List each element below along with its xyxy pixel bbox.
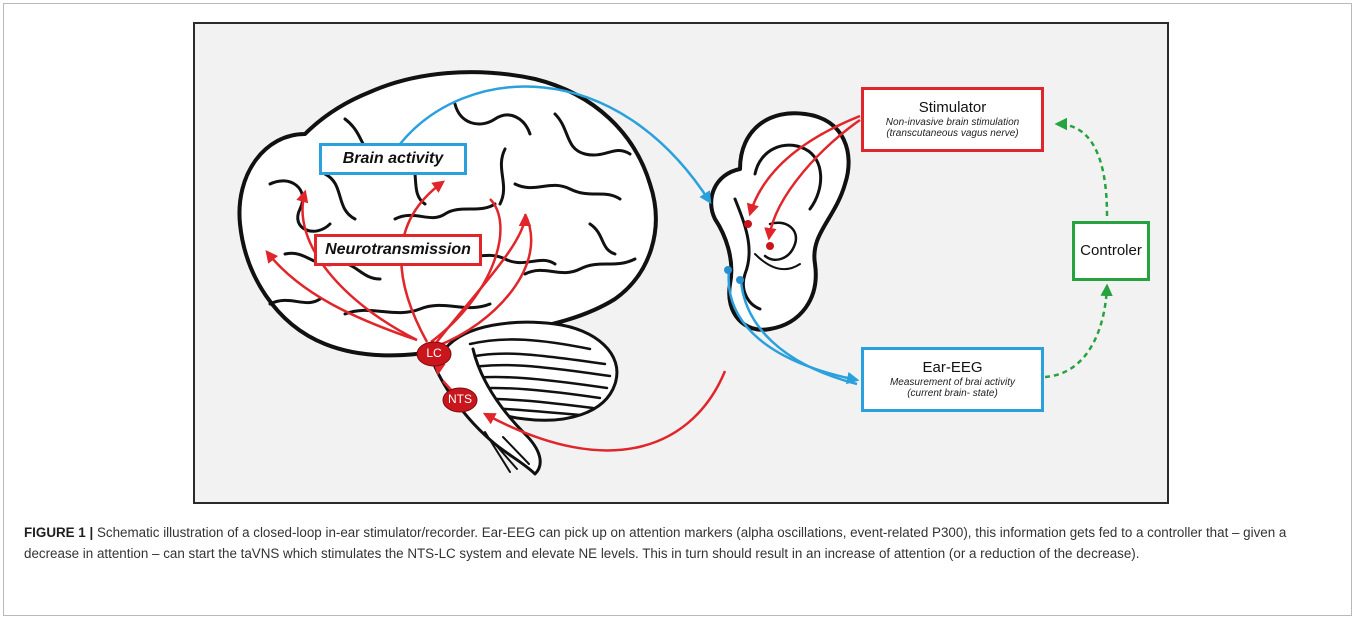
stimulator-title: Stimulator [918, 99, 987, 117]
control-loop-arrows [1044, 117, 1113, 379]
controler-box: Controler [1072, 221, 1150, 281]
ear-eeg-desc-line1: Measurement of brai activity [889, 376, 1016, 388]
figure-caption-text: Schematic illustration of a closed-loop … [24, 525, 1287, 561]
brain-activity-arrow [399, 85, 712, 205]
lc-label: LC [426, 346, 442, 360]
figure-caption: FIGURE 1 | Schematic illustration of a c… [24, 522, 1342, 564]
neurotransmission-arrows [265, 180, 533, 404]
nts-node [442, 387, 478, 413]
stimulation-path-arrow [482, 370, 727, 452]
figure-caption-label: FIGURE 1 | [24, 525, 94, 540]
ear-recording-electrodes [724, 266, 744, 284]
brain-activity-label: Brain activity [342, 149, 444, 167]
neurotransmission-box: Neurotransmission [314, 234, 482, 266]
nts-label: NTS [448, 392, 472, 406]
ear-eeg-box: Ear-EEG Measurement of brai activity (cu… [861, 347, 1044, 412]
lc-node [416, 341, 452, 367]
stimulator-arrows [746, 114, 861, 241]
brain-illustration [237, 70, 658, 476]
ear-eeg-desc-line2: (current brain- state) [907, 388, 998, 400]
eeg-recording-arrows [727, 270, 860, 386]
stimulator-box: Stimulator Non-invasive brain stimulatio… [861, 87, 1044, 152]
brain-activity-box: Brain activity [319, 143, 467, 175]
controler-label: Controler [1080, 242, 1142, 260]
diagram-canvas [237, 70, 1113, 476]
ear-stimulation-electrodes [744, 220, 774, 250]
ear-eeg-title: Ear-EEG [922, 359, 983, 377]
figure-panel: LC NTS Brain activity Neurotransmission … [3, 3, 1352, 616]
stimulator-desc-line2: (transcutaneous vagus nerve) [886, 128, 1019, 140]
figure-illustration: LC NTS Brain activity Neurotransmission … [193, 22, 1169, 504]
stimulator-desc-line1: Non-invasive brain stimulation [885, 116, 1020, 128]
ear-illustration [709, 111, 851, 332]
neurotransmission-label: Neurotransmission [325, 240, 471, 258]
